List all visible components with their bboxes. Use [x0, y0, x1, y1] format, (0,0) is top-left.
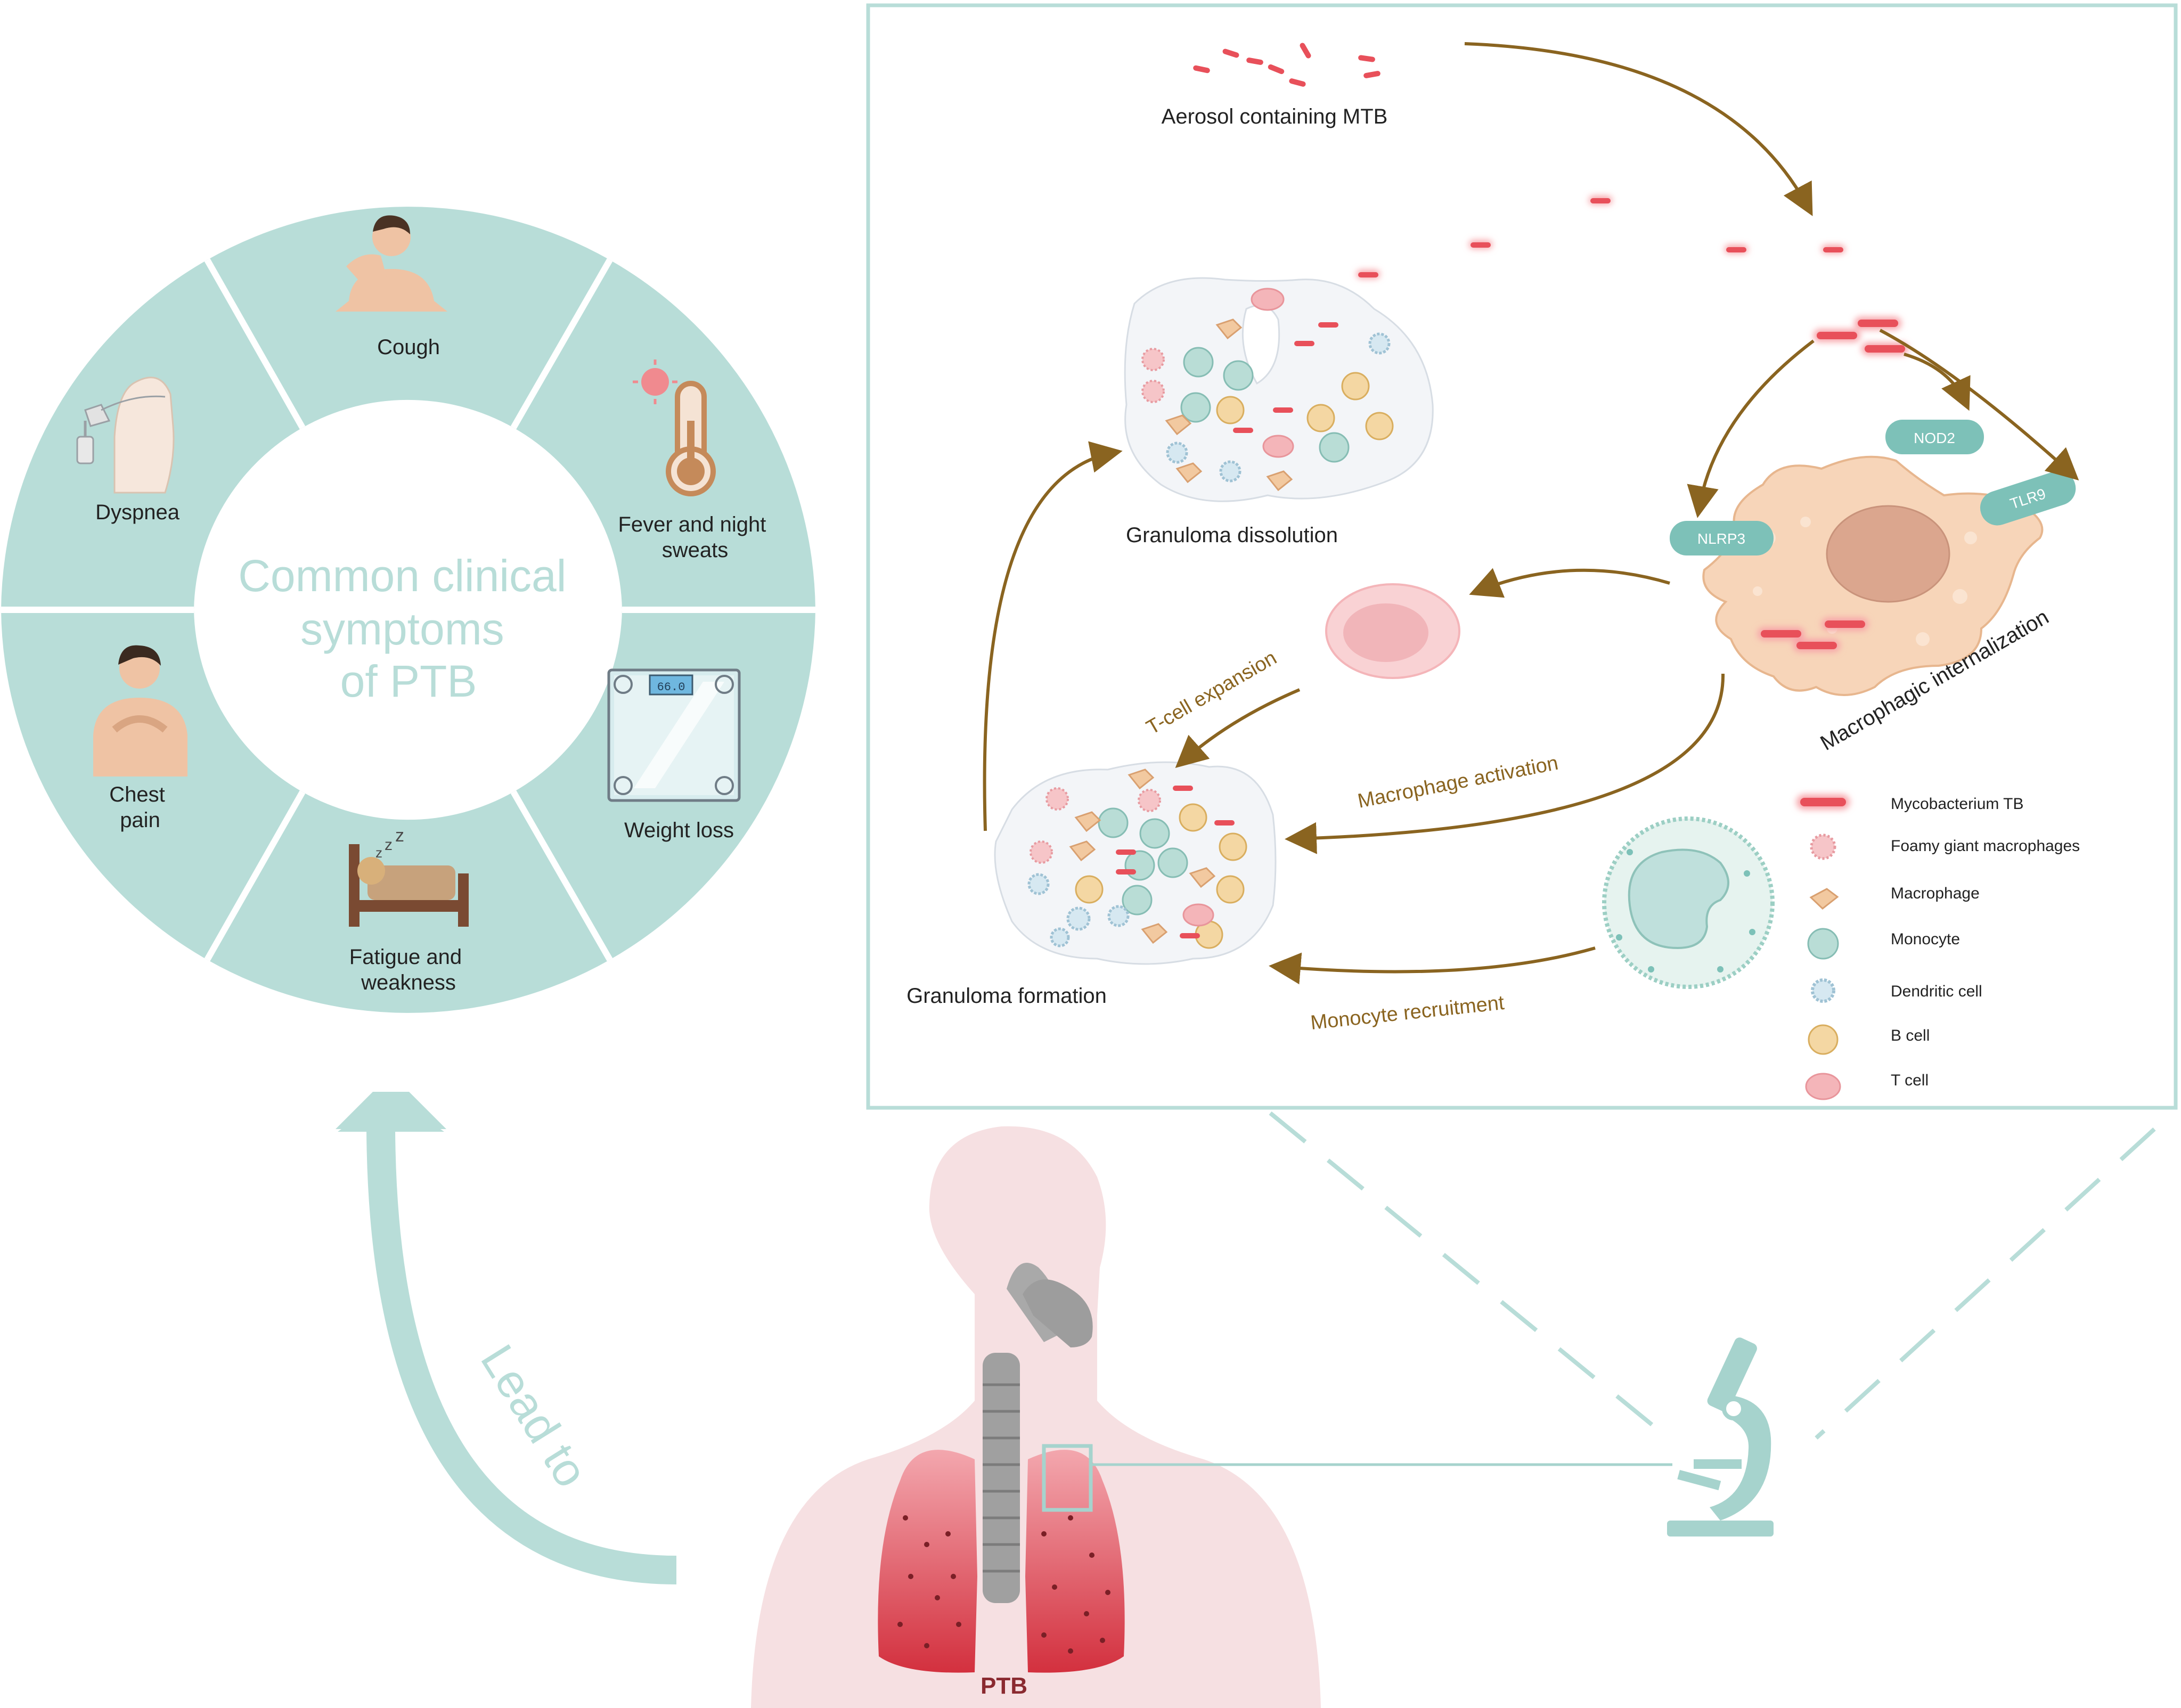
monocyte-cell — [1602, 816, 1775, 989]
symptom-wheel: Common clinical symptoms of PTB Cough — [1, 207, 815, 1013]
formation-cells — [1027, 769, 1247, 949]
process-arrows — [983, 42, 2079, 985]
microscope-icon — [1667, 1337, 1774, 1537]
receptor-tlr9: TLR9 — [1980, 471, 2076, 526]
label-granuloma-dissolution: Granuloma dissolution — [1126, 524, 1338, 547]
trachea — [983, 1353, 1020, 1603]
receptor-nlrp3: NLRP3 — [1670, 521, 1774, 555]
granuloma-dissolution — [1124, 277, 1434, 502]
coughing-man-icon — [336, 215, 447, 312]
aerosol-droplets — [1193, 43, 1381, 87]
svg-text:Mycobacterium TB: Mycobacterium TB — [1891, 795, 2024, 813]
body-label-ptb: PTB — [981, 1673, 1027, 1699]
svg-text:NLRP3: NLRP3 — [1697, 530, 1745, 547]
wheel-segment-cough — [207, 207, 610, 428]
symptom-label-dyspnea: Dyspnea — [95, 501, 180, 524]
right-lung — [1025, 1450, 1125, 1673]
legend-item-dendritic: Dendritic cell — [1811, 978, 1982, 1003]
left-lung — [878, 1450, 977, 1673]
dissolution-cells — [1141, 288, 1394, 492]
svg-text:NOD2: NOD2 — [1914, 430, 1955, 446]
symptom-label-cough: Cough — [377, 336, 440, 359]
svg-text:Foamy giant macrophages: Foamy giant macrophages — [1891, 837, 2080, 855]
thermometer-icon — [633, 359, 716, 496]
scale-display: 66.0 — [657, 681, 685, 694]
legend: Mycobacterium TB Foamy giant macrophages… — [1796, 795, 2080, 1100]
svg-text:B cell: B cell — [1891, 1027, 1930, 1044]
wheel-segment-fever — [513, 260, 815, 610]
svg-text:z: z — [385, 836, 393, 854]
svg-text:z: z — [395, 826, 404, 846]
lead-to-arrow: Lead to — [336, 1092, 677, 1584]
floating-mtb — [1357, 196, 1845, 279]
svg-text:Monocyte: Monocyte — [1891, 930, 1960, 948]
human-body: PTB — [751, 1126, 1672, 1708]
label-aerosol: Aerosol containing MTB — [1162, 105, 1388, 128]
sleeping-bed-icon: z z z — [349, 826, 469, 927]
legend-item-foamy: Foamy giant macrophages — [1810, 833, 2080, 860]
lead-to-label: Lead to — [471, 1336, 599, 1496]
symptom-label-fatigue: Fatigue and weakness — [349, 945, 468, 994]
wheel-segment-chest-pain — [1, 610, 303, 960]
wheel-center-title: Common clinical symptoms of PTB — [238, 551, 579, 706]
chest-pain-man-icon — [93, 645, 187, 777]
receptor-nod2: NOD2 — [1885, 420, 1984, 454]
legend-item-monocyte: Monocyte — [1807, 928, 1960, 960]
label-granuloma-formation: Granuloma formation — [906, 984, 1107, 1008]
legend-item-tcell: T cell — [1805, 1072, 1929, 1100]
symptom-label-chest-pain: Chest pain — [109, 783, 171, 832]
legend-item-bcell: B cell — [1808, 1024, 1930, 1055]
svg-text:Macrophage: Macrophage — [1891, 885, 1980, 902]
weighing-scale-icon: 66.0 — [607, 668, 741, 802]
pathogenesis-panel: Aerosol containing MTB — [866, 3, 2178, 1110]
svg-text:Dendritic cell: Dendritic cell — [1891, 983, 1982, 1000]
svg-text:T cell: T cell — [1891, 1072, 1929, 1089]
t-cell — [1325, 583, 1460, 679]
granuloma-formation — [994, 761, 1277, 965]
legend-item-mtb: Mycobacterium TB — [1796, 795, 2024, 813]
oxygen-mask-icon — [76, 377, 175, 494]
lung-zoom-box — [1042, 1444, 1093, 1512]
symptom-label-weight-loss: Weight loss — [624, 819, 734, 842]
legend-item-macrophage: Macrophage — [1809, 885, 1980, 910]
svg-text:z: z — [375, 845, 382, 861]
symptom-label-fever: Fever and night sweats — [618, 513, 772, 562]
